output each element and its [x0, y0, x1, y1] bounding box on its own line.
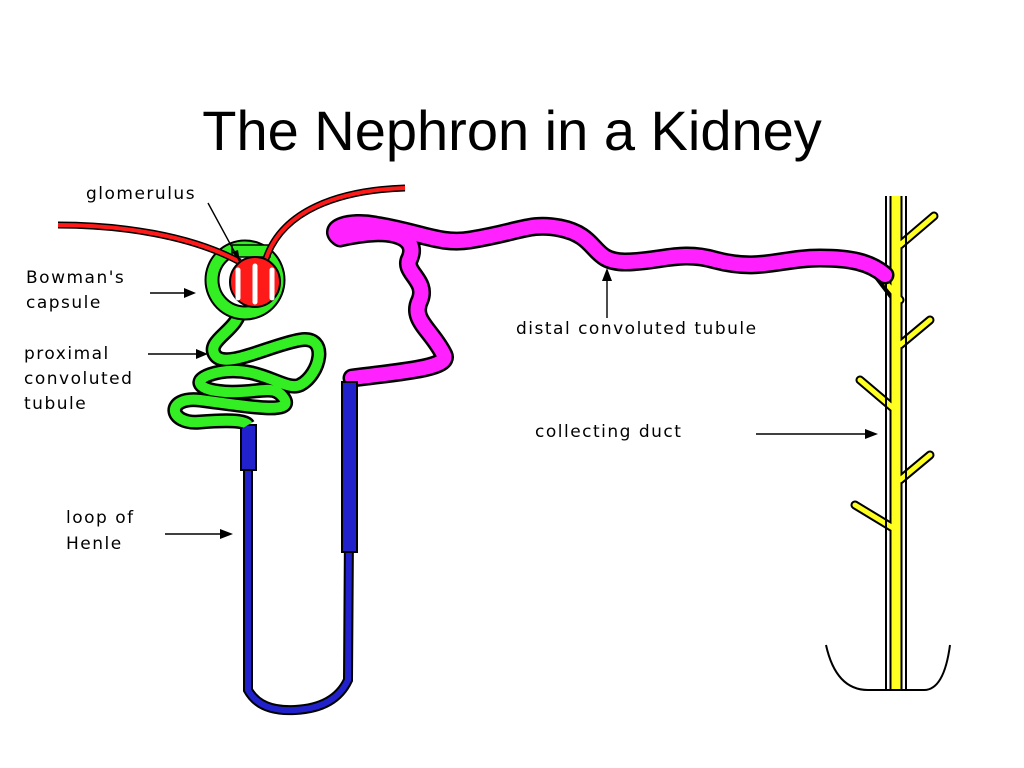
label-text-collecting: collecting duct: [535, 422, 682, 442]
label-text-glomerulus: glomerulus: [86, 184, 196, 204]
label-text-bowmans-1: Bowman's: [26, 268, 125, 288]
slide-title: The Nephron in a Kidney: [202, 99, 822, 162]
label-bowmans-capsule: Bowman's capsule: [26, 268, 196, 313]
label-text-proximal-1: proximal: [24, 344, 110, 364]
label-text-proximal-2: convoluted: [24, 369, 133, 389]
label-glomerulus: glomerulus: [86, 184, 241, 263]
label-text-proximal-3: tubule: [24, 394, 87, 414]
loop-of-henle: [240, 381, 358, 716]
distal-convoluted-tubule: [325, 213, 895, 388]
label-text-loop-1: loop of: [66, 508, 135, 528]
label-text-loop-2: Henle: [66, 534, 123, 554]
label-collecting-duct: collecting duct: [535, 422, 878, 442]
label-proximal-convoluted-tubule: proximal convoluted tubule: [24, 344, 208, 414]
label-distal-convoluted-tubule: distal convoluted tubule: [516, 268, 758, 339]
label-text-distal: distal convoluted tubule: [516, 319, 758, 339]
glomerulus: [57, 184, 406, 308]
label-loop-of-henle: loop of Henle: [66, 508, 233, 554]
proximal-convoluted-tubule: [167, 306, 327, 431]
label-text-bowmans-2: capsule: [26, 293, 102, 313]
